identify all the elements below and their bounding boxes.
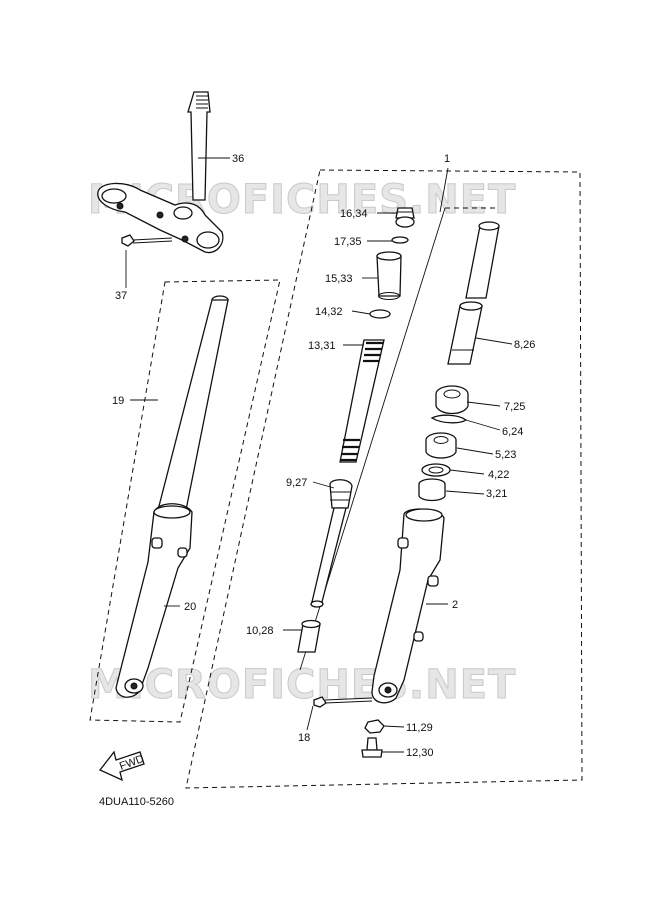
drain-washer — [364, 719, 385, 734]
diagram-code: 4DUA110-5260 — [99, 796, 174, 808]
label-7: 7,25 — [504, 401, 525, 413]
cap-bolt — [395, 207, 415, 228]
label-17: 17,35 — [334, 236, 362, 248]
outer-tube — [371, 508, 445, 704]
slide-bushing — [418, 478, 446, 502]
damper-rod — [310, 479, 353, 608]
label-10: 10,28 — [246, 625, 274, 637]
label-19: 19 — [112, 395, 124, 407]
inner-fork-tube-assembled — [115, 295, 229, 698]
label-20: 20 — [184, 601, 196, 613]
drain-bolt — [361, 737, 383, 758]
leader-lines — [125, 157, 513, 753]
o-ring — [391, 236, 409, 244]
retaining-clip — [430, 414, 468, 424]
inner-tube — [447, 221, 500, 365]
assembly-box-left — [89, 279, 281, 723]
label-36: 36 — [232, 153, 244, 165]
label-11: 11,29 — [406, 722, 433, 734]
label-6: 6,24 — [502, 426, 523, 438]
label-16: 16,34 — [340, 208, 368, 220]
label-4: 4,22 — [488, 469, 509, 481]
oil-seal — [425, 432, 457, 459]
callout-labels: 1 36 37 16,34 17,35 15,33 14,32 13,31 8,… — [112, 153, 535, 759]
label-1: 1 — [444, 153, 450, 165]
spacer — [376, 251, 402, 300]
label-8: 8,26 — [514, 339, 535, 351]
label-15: 15,33 — [325, 273, 353, 285]
label-37: 37 — [115, 290, 127, 302]
fwd-arrow: FWD — [98, 750, 146, 782]
watermark-bottom: MICROFICHES.NET — [88, 662, 516, 708]
steering-stem-bracket — [97, 91, 224, 254]
label-14: 14,32 — [315, 306, 343, 318]
label-3: 3,21 — [486, 488, 507, 500]
label-2: 2 — [452, 599, 458, 611]
label-9: 9,27 — [286, 477, 307, 489]
bracket-bolt — [121, 234, 173, 247]
seal-washer — [421, 463, 451, 477]
label-13: 13,31 — [308, 340, 336, 352]
label-5: 5,23 — [495, 449, 516, 461]
label-18: 18 — [298, 732, 310, 744]
assembly-box-right — [185, 169, 583, 789]
fork-spring — [339, 339, 385, 463]
oil-lock-piece — [297, 619, 321, 653]
pinch-bolt — [313, 696, 373, 708]
fwd-label: FWD — [118, 753, 146, 773]
label-12: 12,30 — [406, 747, 434, 759]
washer — [369, 309, 391, 319]
dust-seal — [435, 385, 469, 415]
